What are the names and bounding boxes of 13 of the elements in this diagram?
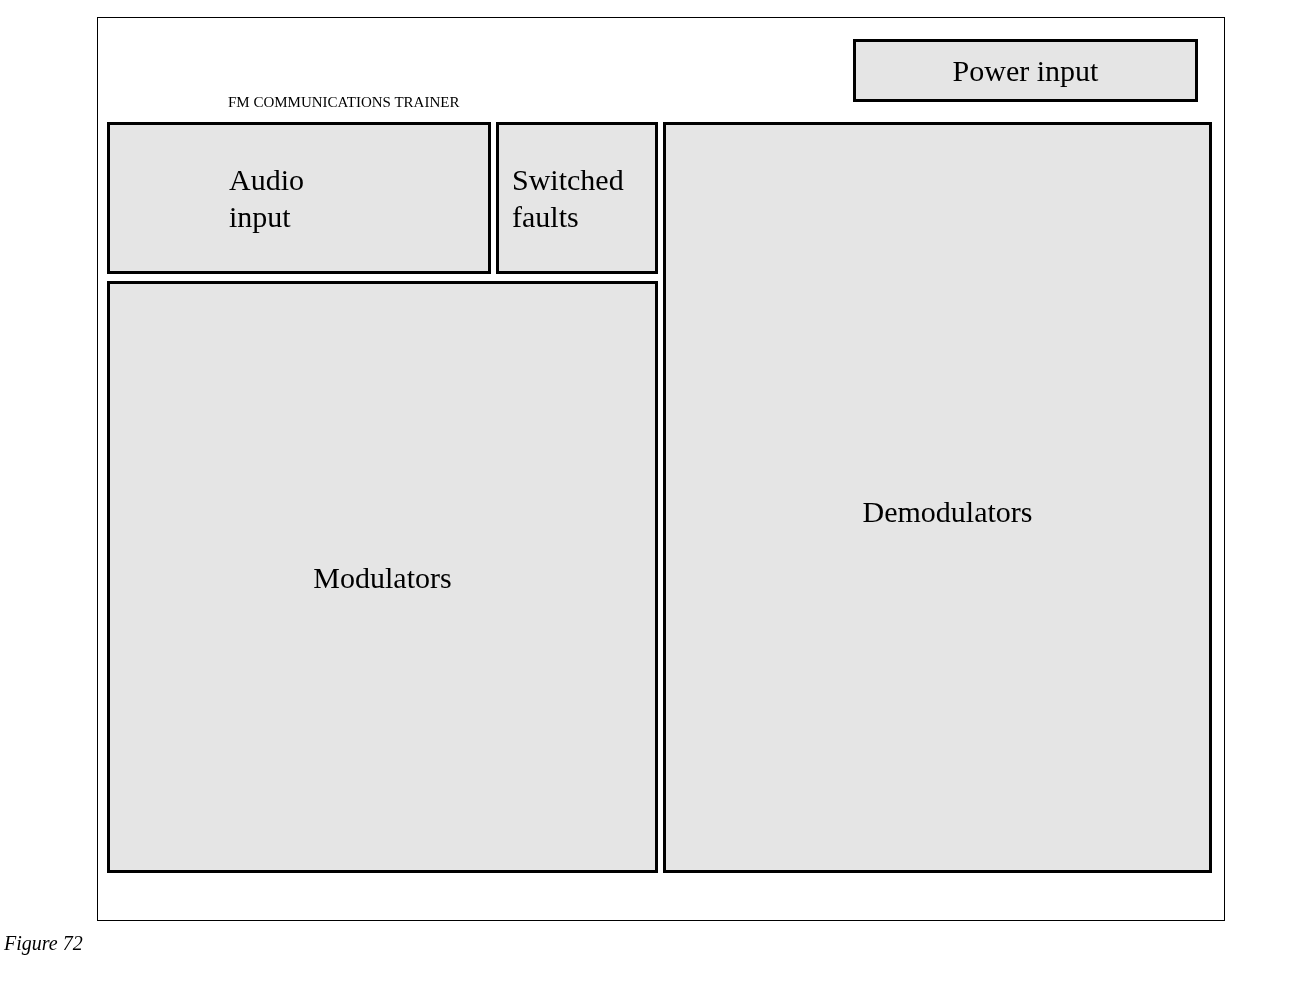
section-box <box>107 122 491 274</box>
section-label: Switched faults <box>512 162 625 235</box>
section-label: Modulators <box>313 559 452 596</box>
section-box <box>107 281 658 873</box>
section-label: Power input <box>952 53 1099 89</box>
figure-caption: Figure 72 <box>4 932 83 955</box>
section-box <box>663 122 1212 873</box>
section-label: Demodulators <box>862 494 1033 530</box>
subtitle-text: FM COMMUNICATIONS TRAINER <box>228 94 460 111</box>
section-box <box>496 122 658 274</box>
section-label: Audio input <box>229 162 305 235</box>
label-box <box>853 39 1198 102</box>
panel-outline <box>97 17 1225 921</box>
